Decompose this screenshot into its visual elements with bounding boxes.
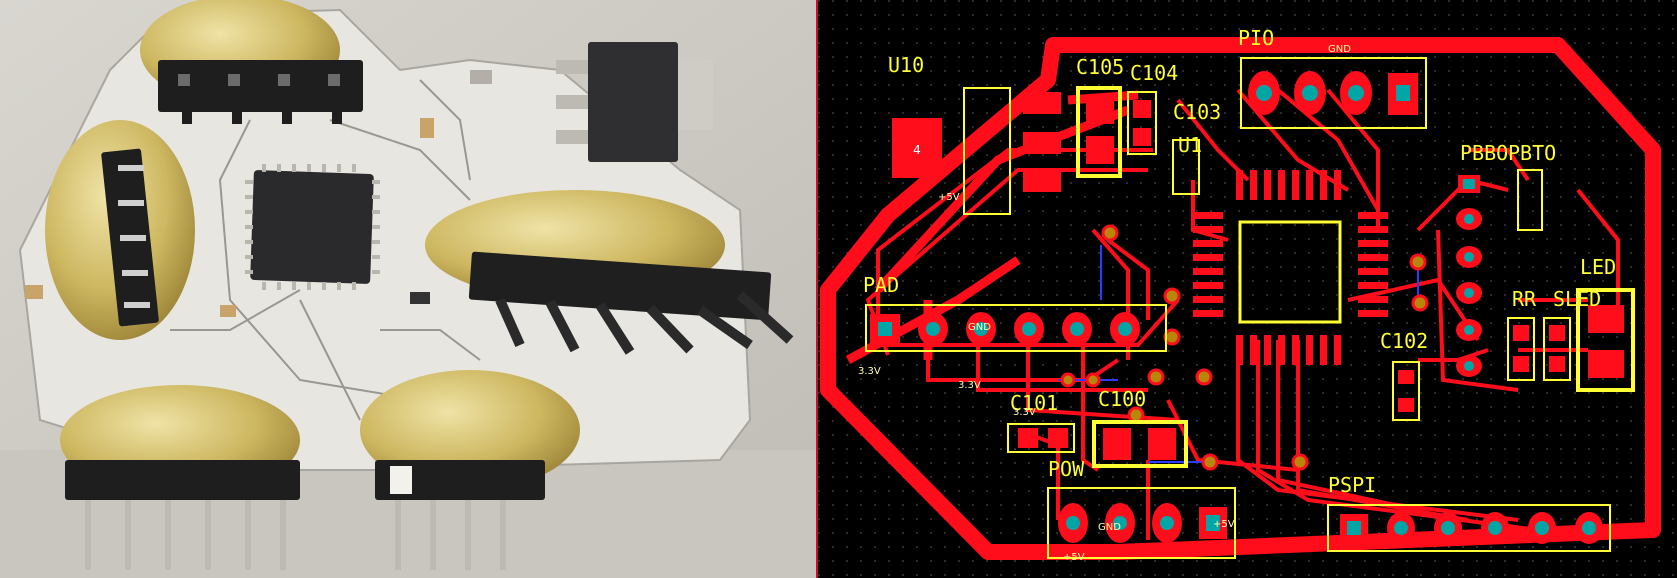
pcb-layout: 4 (818, 0, 1677, 578)
refdes-c103: C103 (1173, 100, 1221, 124)
refdes-c104: C104 (1130, 61, 1178, 85)
header-top (140, 0, 363, 124)
header-bottom-left (60, 385, 300, 570)
net-gnd-label: GND (1328, 44, 1351, 55)
refdes-u1: U1 (1178, 133, 1202, 157)
header-right (425, 190, 794, 355)
u1-footprint (1193, 170, 1388, 365)
net-5v-label: +5V (938, 192, 960, 203)
refdes-pspi: PSPI (1328, 473, 1376, 497)
net-3v3-label: 3.3V (1013, 407, 1036, 418)
u10-pad (892, 118, 942, 178)
refdes-c100: C100 (1098, 387, 1146, 411)
board-photo (0, 0, 818, 578)
refdes-c105: C105 (1076, 55, 1124, 79)
refdes-pbto: PBTO (1508, 141, 1556, 165)
refdes-c101: C101 (1010, 391, 1058, 415)
net-gnd-label: GND (1098, 522, 1121, 533)
refdes-pad: PAD (863, 273, 899, 297)
refdes-pow: POW (1048, 457, 1085, 481)
refdes-pio: PIO (1238, 26, 1274, 50)
divider (816, 0, 819, 578)
header-bottom-right (360, 370, 580, 570)
net-gnd-label: GND (968, 322, 991, 333)
refdes-pbbo: PBBO (1460, 141, 1508, 165)
pad-number: 4 (913, 143, 921, 157)
vias (1060, 224, 1429, 471)
refdes-c102: C102 (1380, 329, 1428, 353)
refdes-rr: RR (1512, 287, 1537, 311)
net-3v3-label: 3.3V (858, 366, 881, 377)
refdes-sled: SLED (1553, 287, 1601, 311)
voltage-regulator (556, 42, 713, 162)
mcu-chip (245, 164, 380, 290)
refdes-u10: U10 (888, 53, 924, 77)
net-5v-label: +5V (1213, 519, 1235, 530)
header-left (45, 120, 195, 340)
net-5v-label: +5V (1063, 552, 1085, 563)
refdes-led: LED (1580, 255, 1616, 279)
net-3v3-label: 3.3V (958, 380, 981, 391)
